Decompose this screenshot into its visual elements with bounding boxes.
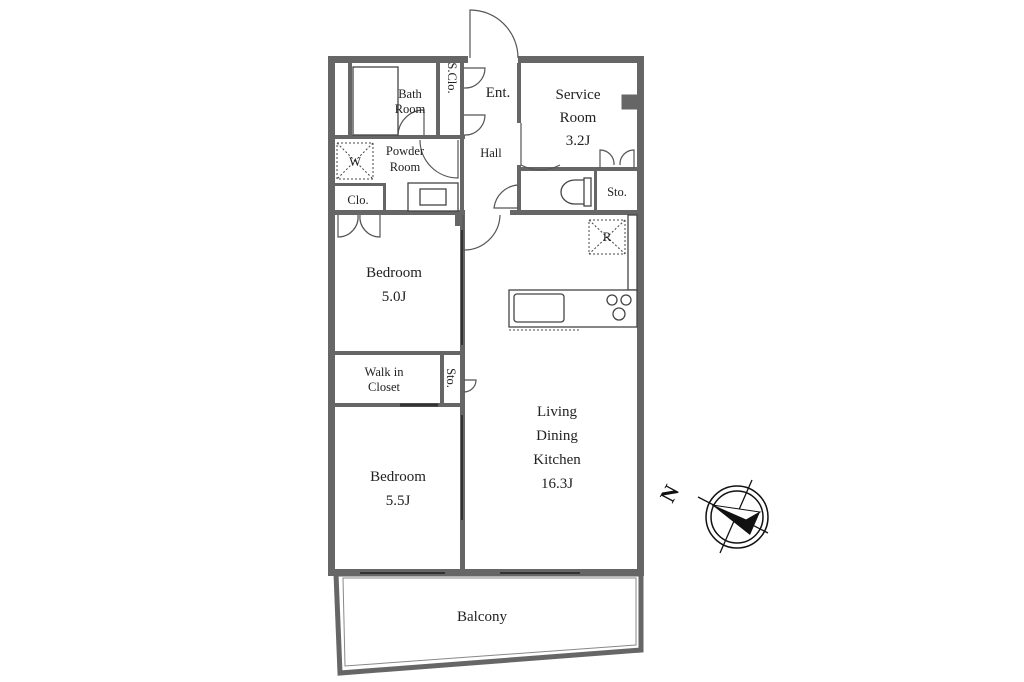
interior-doors xyxy=(337,67,635,574)
entrance-label: Ent. xyxy=(486,85,511,101)
interior-walls xyxy=(330,63,642,572)
bathtub-frame xyxy=(352,66,399,136)
toilet-tank xyxy=(583,177,592,207)
storage-mid-label: Sto. xyxy=(444,368,458,388)
washer-label: W xyxy=(349,155,361,169)
kitchen-sink xyxy=(513,293,565,323)
refrigerator-cross xyxy=(588,219,626,255)
stove-icon xyxy=(606,294,632,321)
entrance-door[interactable] xyxy=(469,9,519,59)
washer-space xyxy=(336,142,374,180)
kitchen-shelf xyxy=(627,214,638,291)
s-clo-label: S.Clo. xyxy=(445,62,459,93)
toilet xyxy=(560,179,589,205)
hall-label: Hall xyxy=(480,146,502,160)
north-label: N xyxy=(655,480,685,506)
outer-walls xyxy=(328,56,644,576)
balcony-label: Balcony xyxy=(457,609,507,625)
refrigerator-label: R xyxy=(603,230,612,244)
clo-label: Clo. xyxy=(347,193,368,207)
sink-basin xyxy=(419,188,447,206)
balcony-inner-line xyxy=(342,577,637,667)
washer-cross xyxy=(336,142,374,180)
refrigerator-space xyxy=(588,219,626,255)
storage-top-label: Sto. xyxy=(607,185,627,199)
compass-icon: N xyxy=(655,479,769,554)
